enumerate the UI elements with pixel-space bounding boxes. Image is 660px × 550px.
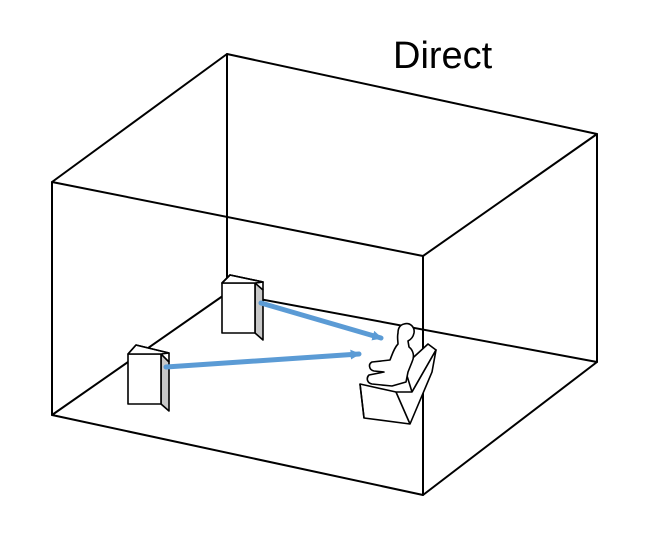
front-speaker-side — [254, 282, 264, 341]
rear-speaker-face — [127, 353, 162, 405]
chair-front-edge — [395, 391, 411, 425]
rear-speaker-top-outline — [127, 344, 170, 362]
room-back-wall — [226, 53, 598, 363]
listener-figure — [366, 322, 415, 387]
front-speaker-top-outline — [221, 274, 264, 290]
room-floor-right-edge — [422, 361, 598, 496]
room-top-left-edge — [51, 53, 228, 183]
listener-in-armchair — [359, 322, 437, 425]
chair-base-edge — [359, 383, 365, 419]
chair-base — [359, 349, 437, 425]
direct-path-from-rear-speaker — [163, 349, 362, 370]
rear-speaker — [127, 344, 170, 412]
diagram-title: Direct — [393, 35, 493, 77]
front-speaker-face — [221, 282, 256, 334]
room-top-right-edge — [422, 133, 598, 257]
front-speaker — [221, 274, 264, 341]
room-box — [51, 53, 598, 496]
rear-speaker-side — [160, 353, 170, 412]
direct-path-from-front-speaker — [258, 300, 384, 341]
room-front-wall — [51, 181, 424, 496]
direct-paths — [163, 300, 384, 370]
